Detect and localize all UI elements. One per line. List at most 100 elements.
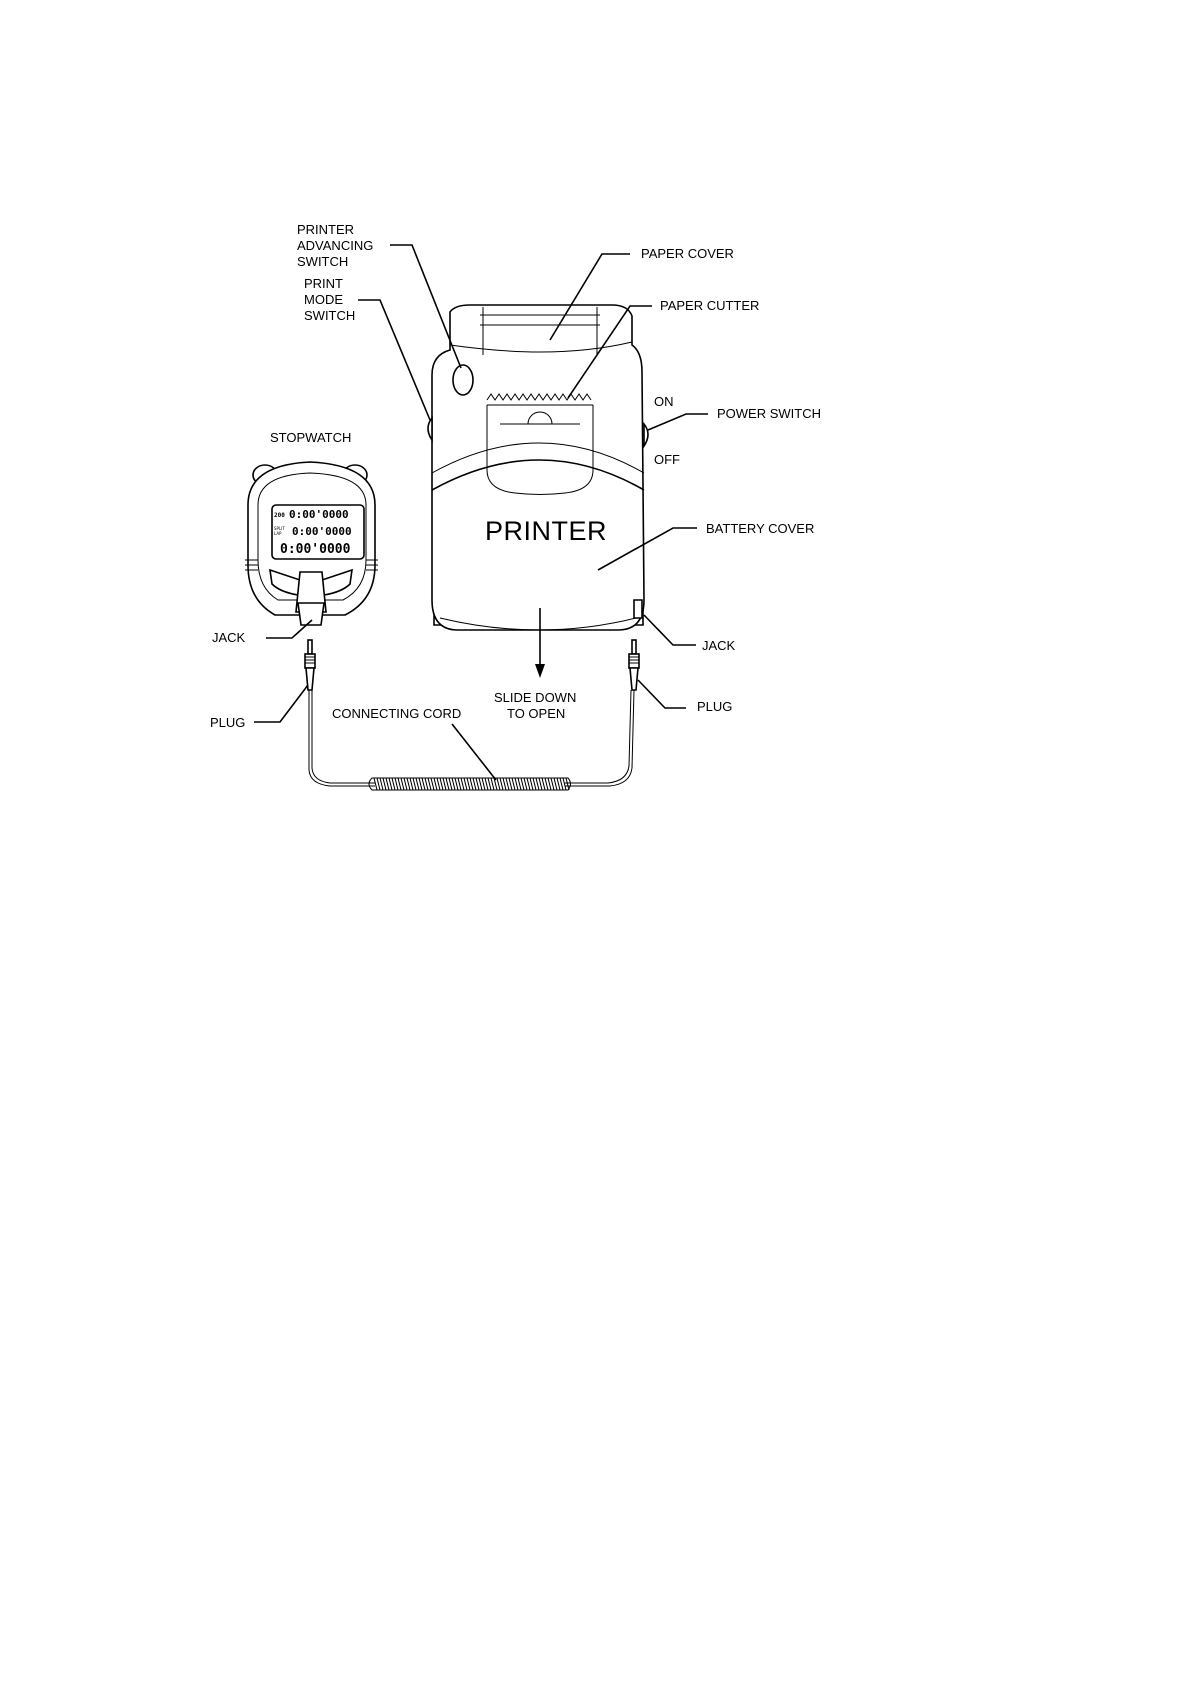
cord-coil-turn <box>440 778 443 790</box>
cord-coil-turn <box>554 778 557 790</box>
cord-coil-turn <box>449 778 452 790</box>
cord-coil-turn <box>419 778 422 790</box>
cord-coil-turn <box>551 778 554 790</box>
cord-coil-turn <box>437 778 440 790</box>
cord-coil-turn <box>392 778 395 790</box>
printer-label: PRINTER <box>485 516 607 546</box>
cord-coil-turn <box>380 778 383 790</box>
cord-coil-turn <box>536 778 539 790</box>
label-plug-right: PLUG <box>697 699 732 714</box>
cord-coil-turn <box>407 778 410 790</box>
label-jack-left: JACK <box>212 630 246 645</box>
cord-coil-turn <box>485 778 488 790</box>
cord-coil-turn <box>539 778 542 790</box>
printer-jack[interactable] <box>634 600 642 618</box>
cord-coil-turn <box>470 778 473 790</box>
label-paper-cutter: PAPER CUTTER <box>660 298 759 313</box>
print-mode-switch[interactable] <box>428 418 432 440</box>
label-off: OFF <box>654 452 680 467</box>
cord-coil-turn <box>458 778 461 790</box>
cord-coil-turn <box>563 778 566 790</box>
cord-coil-turn <box>389 778 392 790</box>
cord-coil-turn <box>488 778 491 790</box>
cord-coil-turn <box>557 778 560 790</box>
cord-coil-turn <box>482 778 485 790</box>
cord-coil-turn <box>497 778 500 790</box>
label-connecting-cord: CONNECTING CORD <box>332 706 461 721</box>
label-on: ON <box>654 394 674 409</box>
cord-coil-turn <box>434 778 437 790</box>
cord-coil-turn <box>509 778 512 790</box>
label-print-mode-switch-2: MODE <box>304 292 343 307</box>
label-print-mode-switch-1: PRINT <box>304 276 343 291</box>
cord-coil-turn <box>473 778 476 790</box>
cord-coil-turn <box>404 778 407 790</box>
cord-coil-turn <box>500 778 503 790</box>
cord-coil-turn <box>527 778 530 790</box>
cord-coil-turn <box>464 778 467 790</box>
label-slide-down-1: SLIDE DOWN <box>494 690 576 705</box>
cord-coil <box>369 778 571 790</box>
cord-coil-turn <box>431 778 434 790</box>
power-switch[interactable] <box>644 424 648 446</box>
cord-coil-turn <box>542 778 545 790</box>
cord-coil-turn <box>398 778 401 790</box>
cord-coil-turn <box>521 778 524 790</box>
cord-coil-turn <box>479 778 482 790</box>
svg-text:0:00'0000: 0:00'0000 <box>292 525 352 538</box>
label-slide-down-2: TO OPEN <box>507 706 565 721</box>
cord-coil-turn <box>386 778 389 790</box>
cord-coil-turn <box>560 778 563 790</box>
printer-advancing-switch[interactable] <box>453 365 473 395</box>
svg-text:200: 200 <box>274 512 285 519</box>
svg-text:LAP: LAP <box>274 531 282 536</box>
right-plug[interactable] <box>629 640 639 690</box>
svg-text:0:00'0000: 0:00'0000 <box>280 542 351 557</box>
label-print-mode-switch-3: SWITCH <box>304 308 355 323</box>
cord-coil-turn <box>461 778 464 790</box>
printer-body <box>432 305 644 630</box>
label-battery-cover: BATTERY COVER <box>706 521 814 536</box>
cord-coil-turn <box>422 778 425 790</box>
cord-coil-turn <box>395 778 398 790</box>
cord-coil-turn <box>524 778 527 790</box>
label-printer-advancing-switch-2: ADVANCING <box>297 238 373 253</box>
cord-coil-turn <box>446 778 449 790</box>
cord-coil-turn <box>413 778 416 790</box>
cord-coil-turn <box>416 778 419 790</box>
cord-coil-turn <box>467 778 470 790</box>
cord-coil-turn <box>518 778 521 790</box>
cord-coil-turn <box>443 778 446 790</box>
label-power-switch: POWER SWITCH <box>717 406 821 421</box>
cord-coil-turn <box>476 778 479 790</box>
cord-coil-turn <box>503 778 506 790</box>
cord-coil-turn <box>515 778 518 790</box>
cord-coil-turn <box>566 778 569 790</box>
svg-text:0:00'0000: 0:00'0000 <box>289 508 349 521</box>
label-paper-cover: PAPER COVER <box>641 246 734 261</box>
label-jack-right: JACK <box>702 638 736 653</box>
cord-coil-turn <box>512 778 515 790</box>
label-stopwatch: STOPWATCH <box>270 430 351 445</box>
cord-coil-turn <box>377 778 380 790</box>
cord-coil-turn <box>548 778 551 790</box>
cord-coil-turn <box>425 778 428 790</box>
cord-coil-turn <box>530 778 533 790</box>
cord-coil-turn <box>374 778 377 790</box>
cord-coil-turn <box>491 778 494 790</box>
cord-coil-turn <box>383 778 386 790</box>
cord-coil-turn <box>455 778 458 790</box>
cord-coil-turn <box>506 778 509 790</box>
left-plug[interactable] <box>305 640 315 690</box>
cord-coil-turn <box>410 778 413 790</box>
cord-coil-turn <box>533 778 536 790</box>
printer-unit: PRINTER <box>428 305 648 630</box>
cord-coil-turn <box>452 778 455 790</box>
stopwatch: 200 0:00'0000 SPLIT LAP 0:00'0000 0:00'0… <box>245 462 378 625</box>
label-printer-advancing-switch-3: SWITCH <box>297 254 348 269</box>
cord-coil-turn <box>545 778 548 790</box>
label-plug-left: PLUG <box>210 715 245 730</box>
cord-coil-turn <box>428 778 431 790</box>
cord-coil-turn <box>401 778 404 790</box>
